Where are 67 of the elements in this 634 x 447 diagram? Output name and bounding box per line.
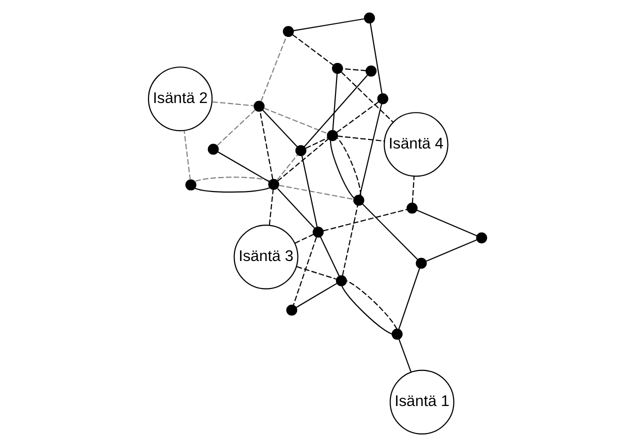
connector <box>262 110 298 148</box>
connector <box>369 22 382 94</box>
connector <box>292 34 334 66</box>
node-dot <box>253 100 264 112</box>
connector <box>294 234 314 244</box>
connector <box>340 286 392 335</box>
connector <box>425 239 476 262</box>
node-dot <box>335 275 346 286</box>
connector <box>296 266 336 280</box>
connector <box>398 338 412 372</box>
node-dot <box>391 328 402 340</box>
node-dot <box>312 226 324 238</box>
node-dot <box>326 130 338 142</box>
connector <box>194 187 270 193</box>
node-dot <box>207 144 218 155</box>
connector <box>276 154 298 181</box>
connector <box>329 140 354 198</box>
node-dot <box>294 145 306 156</box>
connector <box>398 268 420 330</box>
node-circle: Isäntä 1 <box>389 370 454 434</box>
connector <box>292 237 316 306</box>
connector <box>259 111 273 180</box>
connector <box>332 73 338 130</box>
connector <box>358 104 382 196</box>
connector <box>292 18 364 32</box>
node-dot <box>282 26 294 37</box>
connector <box>278 184 354 200</box>
connector <box>305 137 328 149</box>
connector <box>322 208 407 232</box>
node-dot <box>184 179 196 190</box>
connector <box>342 205 358 276</box>
connector <box>319 236 340 276</box>
connector <box>300 156 318 228</box>
connector <box>303 74 368 148</box>
node-circle: Isäntä 2 <box>147 66 212 132</box>
connector <box>183 130 190 180</box>
node-circle: Isäntä 4 <box>383 112 448 177</box>
node-dot <box>286 304 297 316</box>
node-dot <box>365 66 376 77</box>
node-dot <box>406 202 418 214</box>
connector <box>276 188 315 229</box>
connector <box>362 204 418 260</box>
connector <box>194 176 270 182</box>
node-dot <box>415 258 426 269</box>
connector <box>340 72 393 122</box>
connector <box>342 68 366 72</box>
connector <box>268 189 274 225</box>
node-dot <box>268 178 279 190</box>
node-circle: Isäntä 3 <box>233 224 298 290</box>
connector <box>216 110 256 146</box>
connector <box>416 210 477 236</box>
node-dot <box>352 194 364 206</box>
connector <box>295 282 337 308</box>
connector <box>260 36 287 102</box>
node-dot <box>363 12 374 24</box>
connector <box>212 101 254 106</box>
connector <box>276 138 328 182</box>
connector <box>336 136 384 142</box>
connector <box>263 108 328 134</box>
node-dot <box>331 62 342 74</box>
connector <box>336 138 361 196</box>
node-dot <box>376 93 388 104</box>
connector <box>346 280 397 330</box>
connector <box>411 176 414 204</box>
connector <box>216 151 270 182</box>
node-dot <box>476 232 487 244</box>
connector <box>336 101 378 133</box>
